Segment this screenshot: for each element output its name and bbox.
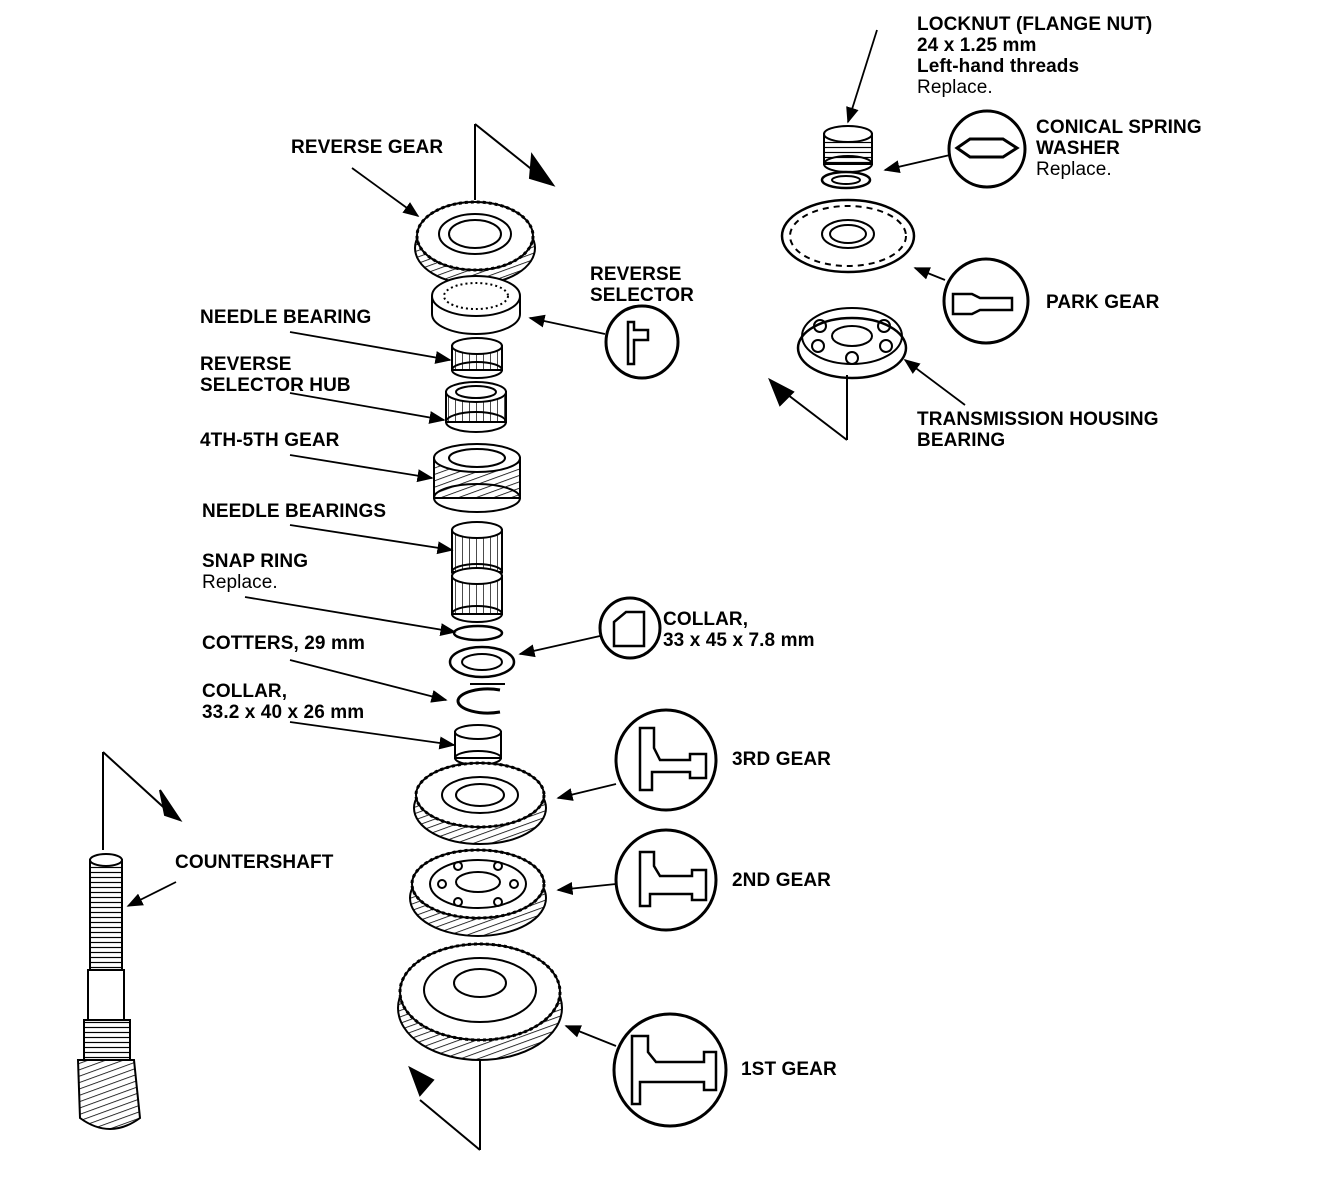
reverse-selector-label: REVERSE SELECTOR — [590, 264, 694, 306]
reverse-selector-hub-line1: REVERSE — [200, 354, 292, 375]
cotters-part — [456, 683, 505, 715]
park-gear-label: PARK GEAR — [1046, 292, 1160, 313]
gear-1st-title: 1ST GEAR — [741, 1059, 837, 1080]
park-gear-title: PARK GEAR — [1046, 292, 1160, 313]
reverse-selector-line1: REVERSE — [590, 264, 682, 285]
reverse-selector-hub-line2: SELECTOR HUB — [200, 375, 351, 396]
transmission-housing-bearing-line1: TRANSMISSION HOUSING — [917, 409, 1159, 430]
reverse-selector-part — [431, 275, 521, 335]
snap-ring-note: Replace. — [202, 572, 278, 593]
gear-2nd-title: 2ND GEAR — [732, 870, 831, 891]
gear-1st-part — [397, 942, 563, 1061]
locknut-note: Replace. — [917, 77, 993, 98]
conical-spring-washer-part — [820, 170, 872, 190]
gear-1st-label: 1ST GEAR — [741, 1059, 837, 1080]
countershaft-title: COUNTERSHAFT — [175, 852, 334, 873]
needle-bearings-title: NEEDLE BEARINGS — [202, 501, 387, 522]
collar-33x45-line1: COLLAR, — [663, 609, 749, 630]
gear-3rd-label: 3RD GEAR — [732, 749, 831, 770]
reverse-gear-label: REVERSE GEAR — [291, 137, 443, 158]
reverse-selector-hub-part — [445, 381, 507, 433]
gear-1st-detail-bubble — [612, 1012, 728, 1128]
conical-spring-washer-note: Replace. — [1036, 159, 1112, 180]
collar-33x45-label: COLLAR, 33 x 45 x 7.8 mm — [663, 609, 815, 651]
needle-bearing-part — [451, 337, 503, 379]
collar-33-2x40-line2: 33.2 x 40 x 26 mm — [202, 702, 365, 723]
reverse-selector-hub-label: REVERSE SELECTOR HUB — [200, 354, 351, 396]
reverse-gear-part — [414, 200, 536, 285]
reverse-selector-detail-bubble — [604, 304, 680, 380]
gear-3rd-part — [413, 761, 547, 845]
gear-4th-5th-label: 4TH-5TH GEAR — [200, 430, 340, 451]
locknut-threads: Left-hand threads — [917, 56, 1080, 77]
needle-bearings-label: NEEDLE BEARINGS — [202, 501, 386, 522]
collar-33-2x40-part — [454, 724, 502, 766]
leader-arrows — [126, 29, 966, 1047]
conical-spring-washer-label: CONICAL SPRING WASHER Replace. — [1036, 117, 1202, 180]
gear-3rd-detail-bubble — [614, 708, 718, 812]
snap-ring-label: SNAP RING Replace. — [202, 551, 308, 593]
gear-3rd-title: 3RD GEAR — [732, 749, 831, 770]
park-gear-detail-bubble — [942, 257, 1030, 345]
collar-33x45-detail-bubble — [598, 596, 662, 660]
needle-bearings-part — [451, 521, 503, 623]
countershaft-part — [76, 853, 142, 1130]
needle-bearing-title: NEEDLE BEARING — [200, 307, 372, 328]
gear-2nd-label: 2ND GEAR — [732, 870, 831, 891]
snap-ring-title: SNAP RING — [202, 551, 309, 572]
gear-4th-5th-part — [433, 443, 521, 513]
collar-33-2x40-line1: COLLAR, — [202, 681, 288, 702]
transmission-housing-bearing-label: TRANSMISSION HOUSING BEARING — [917, 409, 1159, 451]
conical-spring-washer-detail-bubble — [947, 109, 1027, 189]
gear-4th-5th-title: 4TH-5TH GEAR — [200, 430, 340, 451]
locknut-label: LOCKNUT (FLANGE NUT) 24 x 1.25 mm Left-h… — [917, 14, 1152, 98]
transmission-housing-bearing-part — [796, 307, 908, 380]
conical-spring-washer-line1: CONICAL SPRING — [1036, 117, 1202, 138]
collar-33x45-line2: 33 x 45 x 7.8 mm — [663, 630, 815, 651]
countershaft-label: COUNTERSHAFT — [175, 852, 333, 873]
reverse-selector-line2: SELECTOR — [590, 285, 694, 306]
transmission-housing-bearing-line2: BEARING — [917, 430, 1006, 451]
reverse-gear-title: REVERSE GEAR — [291, 137, 444, 158]
cotters-title: COTTERS, 29 mm — [202, 633, 365, 654]
park-gear-part — [780, 198, 916, 274]
gear-2nd-detail-bubble — [614, 828, 718, 932]
gear-2nd-part — [409, 848, 547, 937]
needle-bearing-label: NEEDLE BEARING — [200, 307, 371, 328]
axis-lines — [102, 123, 848, 1151]
conical-spring-washer-line2: WASHER — [1036, 138, 1120, 159]
locknut-size: 24 x 1.25 mm — [917, 35, 1037, 56]
locknut-title: LOCKNUT (FLANGE NUT) — [917, 14, 1153, 35]
snap-ring-part — [452, 624, 504, 642]
collar-33-2x40-label: COLLAR, 33.2 x 40 x 26 mm — [202, 681, 364, 723]
cotters-label: COTTERS, 29 mm — [202, 633, 365, 654]
collar-33x45-part — [448, 645, 516, 679]
locknut-part — [823, 125, 873, 173]
